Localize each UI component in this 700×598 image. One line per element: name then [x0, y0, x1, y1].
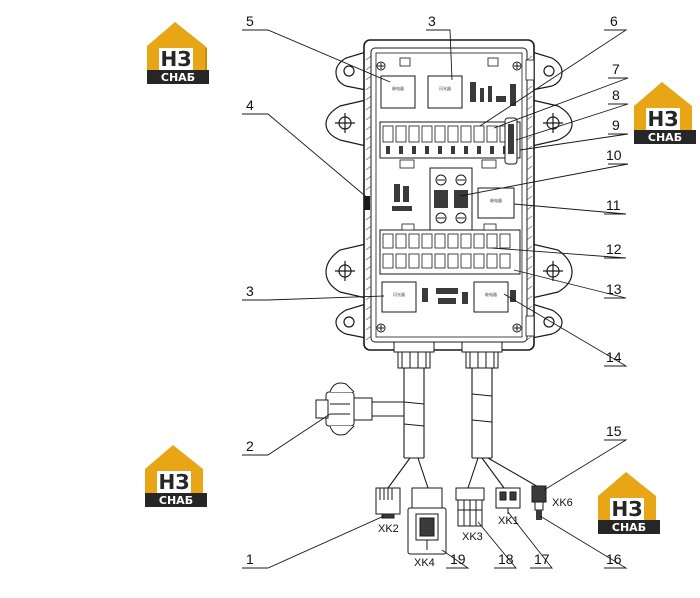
- callout-9: 9: [612, 117, 620, 133]
- logo-glyph: НЗ: [161, 47, 192, 71]
- terminal-block-9: [429, 167, 473, 231]
- logo-glyph: НЗ: [612, 497, 643, 521]
- connector-xk1: [495, 487, 521, 514]
- callout-15: 15: [606, 423, 622, 439]
- relay-14: 继电器: [473, 281, 509, 313]
- connector-labels: XK2 XK4 XK3 XK1 XK6: [378, 497, 573, 569]
- wire-harness: [372, 368, 541, 489]
- logo-bottom-left: НЗ СНАБ: [145, 445, 207, 507]
- label-xk4: XK4: [414, 557, 435, 569]
- flasher-top-label: 闪光器: [439, 85, 451, 91]
- diode-pack-4: [392, 184, 412, 211]
- callout-19: 19: [450, 551, 466, 567]
- callout-18: 18: [498, 551, 514, 567]
- connector-xk3: [455, 487, 485, 527]
- connector-2: [315, 382, 373, 436]
- relay-5-label: 继电器: [392, 85, 404, 91]
- callout-6: 6: [610, 13, 618, 29]
- diodes-bottom: [422, 288, 468, 304]
- logo-top-right: НЗ СНАБ: [634, 82, 696, 144]
- fuse-block-12: [379, 223, 521, 275]
- flasher-3-bottom: 闪光器: [381, 281, 417, 313]
- label-xk1: XK1: [498, 515, 519, 527]
- callout-12: 12: [606, 241, 622, 257]
- callout-13: 13: [606, 281, 622, 297]
- relay-11: 继电器: [477, 187, 515, 219]
- flasher-3-top: 闪光器: [427, 75, 463, 109]
- callout-3-bottom: 3: [246, 283, 254, 299]
- callout-10: 10: [606, 147, 622, 163]
- label-xk6: XK6: [552, 497, 573, 509]
- callout-8: 8: [612, 87, 620, 103]
- logo-word: СНАБ: [159, 494, 193, 507]
- logo-glyph: НЗ: [159, 470, 190, 494]
- fuse-puller-8: [504, 117, 518, 165]
- callout-5: 5: [246, 13, 254, 29]
- flasher-bottom-label: 闪光器: [393, 291, 405, 297]
- label-xk3: XK3: [462, 531, 483, 543]
- leader-lines: [242, 29, 629, 569]
- logo-bottom-right: НЗ СНАБ: [598, 472, 660, 534]
- callout-14: 14: [606, 349, 622, 365]
- callout-3-top: 3: [428, 13, 436, 29]
- logo-word: СНАБ: [648, 131, 682, 144]
- callout-4: 4: [246, 97, 254, 113]
- relay-14-label: 继电器: [485, 291, 497, 297]
- logo-word: СНАБ: [612, 521, 646, 534]
- callout-17: 17: [534, 551, 550, 567]
- label-xk2: XK2: [378, 523, 399, 535]
- callout-11: 11: [606, 197, 621, 213]
- logo-top-left: НЗ СНАБ: [147, 22, 209, 84]
- connector-xk4: [407, 487, 447, 555]
- mounting-ears: [325, 51, 573, 339]
- callout-1: 1: [246, 551, 254, 567]
- cable-glands: [393, 341, 503, 369]
- logo-glyph: НЗ: [648, 107, 679, 131]
- callout-numbers: 5 3 6 7 8 9 10 4 11 12 13 3 14 2 15 16 1…: [246, 13, 622, 567]
- callout-7: 7: [612, 61, 620, 77]
- connector-xk2: [375, 487, 401, 519]
- callout-16: 16: [606, 551, 622, 567]
- logo-word: СНАБ: [161, 71, 195, 84]
- diodes-top: [470, 82, 516, 106]
- relay-11-label: 继电器: [490, 197, 502, 203]
- connector-xk6: [531, 485, 547, 520]
- fuse-block-7: [379, 121, 521, 169]
- relay-5: 继电器: [380, 75, 416, 109]
- callout-2: 2: [246, 438, 254, 454]
